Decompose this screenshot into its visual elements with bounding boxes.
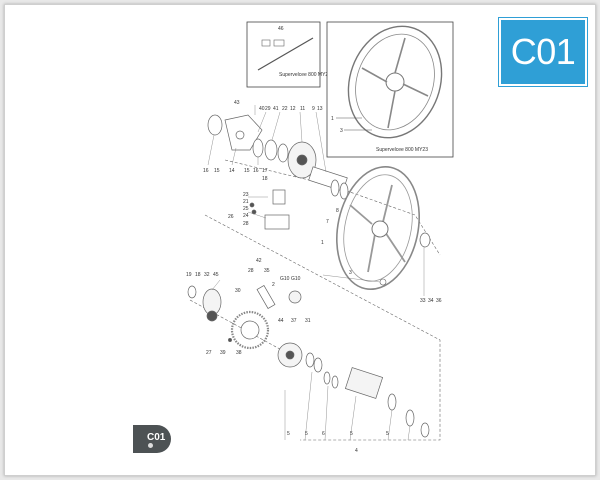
inset-caption: Supervelcee 800 MY23 <box>279 72 331 78</box>
page-tag-code: C01 <box>147 432 166 443</box>
callout: 35 <box>264 268 270 274</box>
callout: G10 <box>291 276 301 282</box>
callout: 2 <box>272 282 275 288</box>
sprocket-assembly <box>187 284 430 438</box>
callout: 33 <box>420 298 426 304</box>
callout: 24 <box>243 213 249 219</box>
callout: 3 <box>349 270 352 276</box>
callout: 22 <box>282 106 288 112</box>
callout: 40 <box>259 106 265 112</box>
section-code-badge: C01 <box>499 18 587 86</box>
callout: 42 <box>256 258 262 264</box>
callout: 32 <box>204 272 210 278</box>
callout: 34 <box>428 298 434 304</box>
callout: 11 <box>300 106 305 112</box>
callout: 4 <box>355 448 358 454</box>
callout: 18 <box>262 176 268 182</box>
callout: 19 <box>186 272 192 278</box>
callout: 1 <box>321 240 324 246</box>
callout: 30 <box>235 288 241 294</box>
callout: 15 <box>214 168 220 174</box>
callout: 31 <box>305 318 311 324</box>
callout: 16 <box>203 168 209 174</box>
callout: 23 <box>243 192 249 198</box>
callout: 25 <box>243 206 249 212</box>
inset-box-wheel: 1 3 Supervelcee 800 MY23 <box>326 21 454 158</box>
callout: 15 <box>244 168 250 174</box>
callout: 16 <box>253 168 259 174</box>
callout: 5 <box>386 431 389 437</box>
page-tag-dot-icon <box>148 443 153 448</box>
callout: 12 <box>290 106 296 112</box>
section-code: C01 <box>510 31 576 72</box>
assembly-guide-lower <box>204 214 441 441</box>
callout: 29 <box>265 106 271 112</box>
callout: 27 <box>206 350 212 356</box>
leader-lines <box>207 105 425 441</box>
callout: 14 <box>229 168 235 174</box>
inset-callout-3: 3 <box>340 128 343 134</box>
rear-wheel <box>336 165 431 291</box>
callout: 45 <box>213 272 219 278</box>
callout: 13 <box>317 106 323 112</box>
callout: G10 <box>280 276 290 282</box>
inset-caption-wheel: Supervelcee 800 MY23 <box>376 147 428 153</box>
callout: 39 <box>220 350 226 356</box>
callout: 43 <box>234 100 240 106</box>
callout: 44 <box>278 318 284 324</box>
callout: 38 <box>236 350 242 356</box>
inset-box-axle: 46 Supervelcee 800 MY23 <box>246 21 331 88</box>
callout: 36 <box>436 298 442 304</box>
page-tag: C01 <box>133 425 171 453</box>
callout: 9 <box>312 106 315 112</box>
callout: 41 <box>273 106 279 112</box>
callout: 5 <box>305 431 308 437</box>
callout: 28 <box>243 221 249 227</box>
callout: 26 <box>228 214 234 220</box>
callout: 17 <box>262 168 268 174</box>
callout: 6 <box>322 431 325 437</box>
callout: 21 <box>243 199 249 205</box>
callout: 18 <box>195 272 201 278</box>
callout: 28 <box>248 268 254 274</box>
callout: 5 <box>287 431 290 437</box>
rear-hub-parts <box>207 114 349 230</box>
callout: 37 <box>291 318 297 324</box>
inset-callout-1: 1 <box>331 116 334 122</box>
inset-ref: 46 <box>278 26 284 32</box>
callout: 5 <box>350 431 353 437</box>
callout-labels: 43 40 29 41 22 12 11 9 13 16 15 14 15 16… <box>186 100 442 454</box>
callout: 7 <box>326 219 329 225</box>
callout: 8 <box>336 208 339 214</box>
